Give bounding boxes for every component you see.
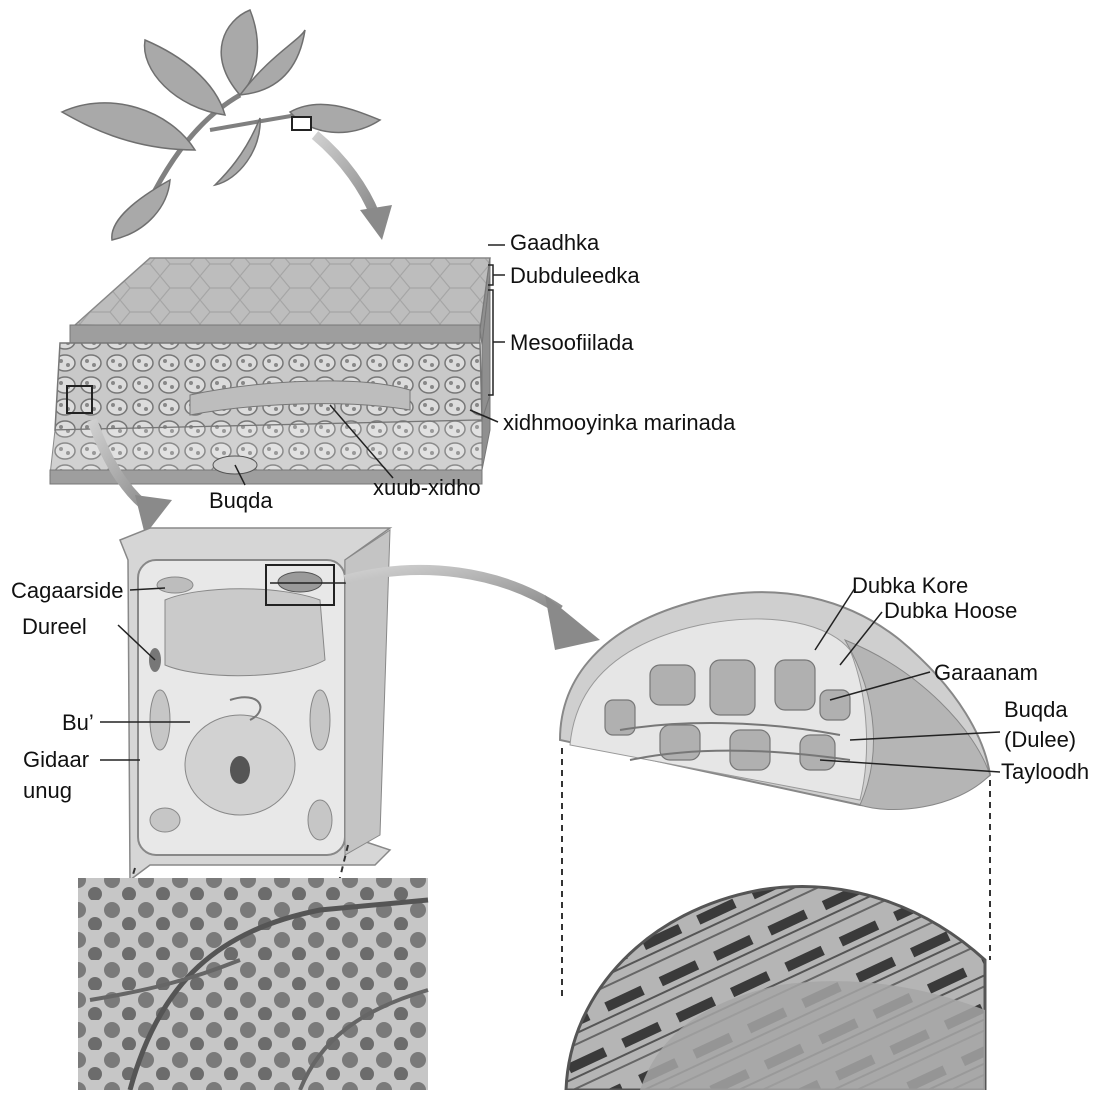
label-chloroplast: Cagaarside — [11, 578, 124, 604]
label-inner-membrane: Dubka Hoose — [884, 598, 1017, 624]
plant-sprig-icon — [62, 10, 380, 240]
chloroplast-cutaway — [560, 592, 990, 809]
upper-epidermis-surface — [75, 258, 490, 330]
label-cell-wall-line2: unug — [23, 778, 72, 804]
label-stomata: xuub-xidho — [373, 475, 481, 501]
label-stroma-line2: (Dulee) — [1004, 727, 1076, 753]
curved-arrow-icon — [315, 135, 392, 240]
vacuole — [165, 589, 325, 676]
label-nucleus: Bu’ — [62, 710, 94, 736]
label-vacuole: Dureel — [22, 614, 87, 640]
label-cell-stroma: Buqda — [209, 488, 273, 514]
label-epidermis: Dubduleedka — [510, 263, 640, 289]
label-vein: xidhmooyinka marinada — [503, 410, 735, 436]
label-epidermis-cuticle: Gaadhka — [510, 230, 599, 256]
leaf-zoom-box — [292, 117, 311, 130]
leaf-cross-section — [50, 258, 490, 484]
tissue-micrograph — [78, 878, 428, 1090]
label-cell-wall-line1: Gidaar — [23, 747, 89, 773]
label-outer-membrane: Dubka Kore — [852, 573, 968, 599]
label-thylakoid: Tayloodh — [1001, 759, 1089, 785]
chloroplast-small — [157, 577, 193, 593]
chloroplast-micrograph — [566, 886, 985, 1090]
label-granum: Garaanam — [934, 660, 1038, 686]
label-stroma-line1: Buqda — [1004, 697, 1068, 723]
upper-epidermis-layer — [70, 325, 480, 343]
label-mesophyll: Mesoofiilada — [510, 330, 634, 356]
